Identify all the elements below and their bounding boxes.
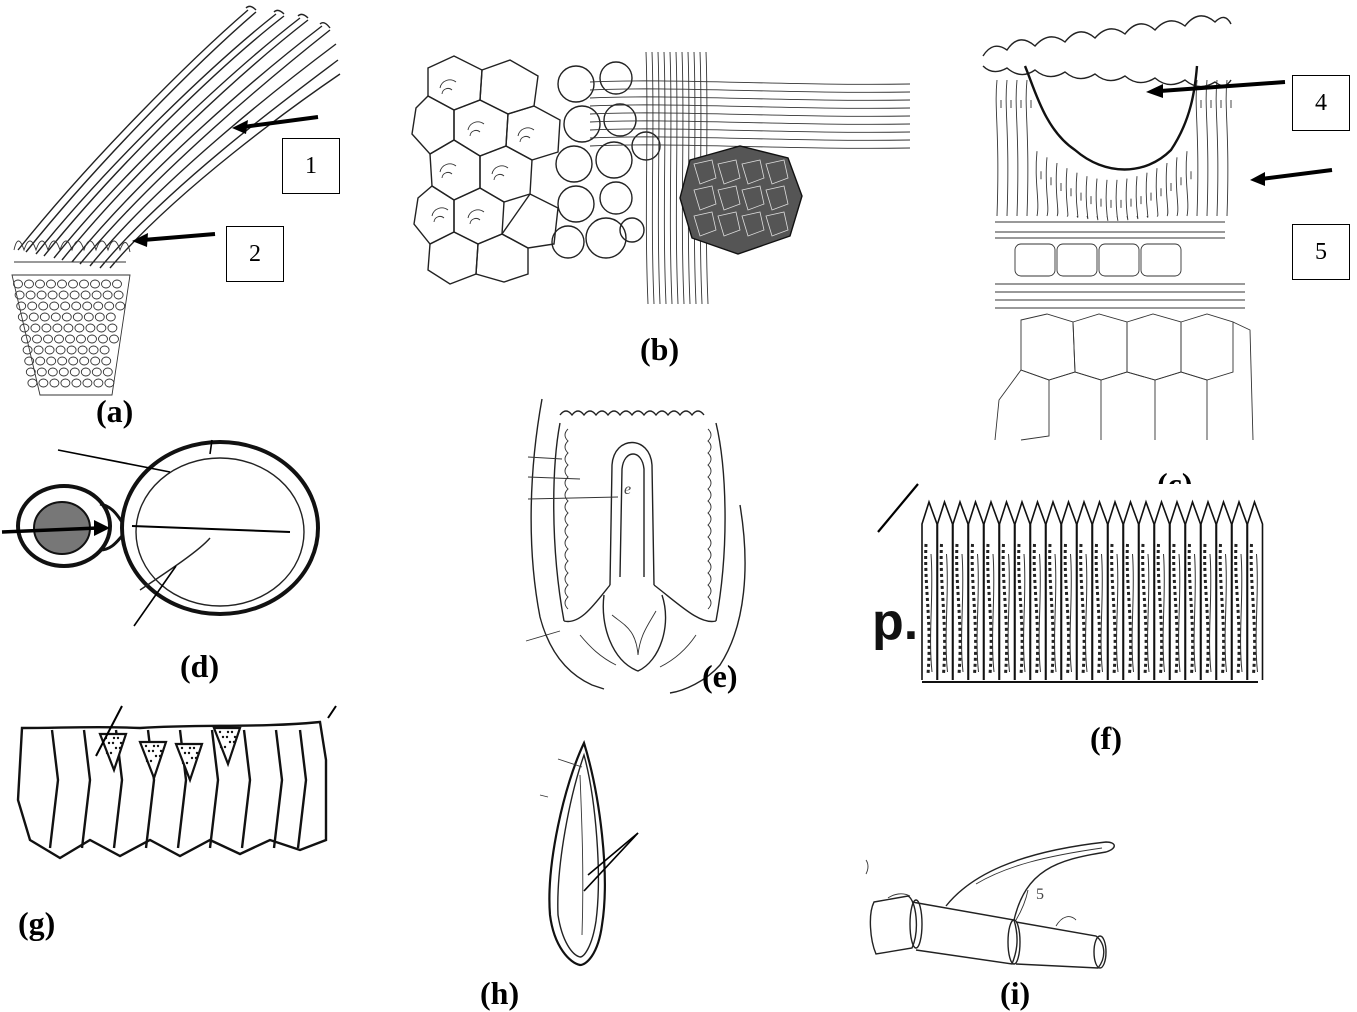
panel-g-figure: [0, 700, 345, 880]
panel-e-drawing: [520, 385, 760, 705]
caption-e: (e): [702, 658, 738, 695]
panel-c-arrows: [0, 0, 1357, 300]
caption-i: (i): [1000, 975, 1030, 1012]
caption-d: (d): [180, 648, 219, 685]
panel-e-label-e: e: [624, 481, 631, 499]
caption-b: (b): [640, 331, 679, 368]
panel-i-drawing: [866, 830, 1126, 980]
panel-i-label-5: 5: [1036, 886, 1044, 904]
panel-i-figure: 5: [866, 830, 1126, 980]
panel-e-figure: e: [520, 385, 760, 705]
panel-f-label-p: p.: [872, 592, 918, 652]
panel-g-drawing: [0, 700, 345, 880]
panel-h-figure: [540, 735, 660, 975]
panel-h-drawing: [540, 735, 660, 975]
panel-f-figure: p.: [878, 484, 1262, 690]
panel-f-drawing: [878, 484, 1262, 690]
caption-f: (f): [1090, 720, 1122, 757]
panel-d-figure: [0, 440, 330, 630]
caption-a: (a): [96, 393, 133, 430]
caption-g: (g): [18, 905, 55, 942]
panel-d-drawing: [0, 440, 330, 630]
caption-h: (h): [480, 975, 519, 1012]
